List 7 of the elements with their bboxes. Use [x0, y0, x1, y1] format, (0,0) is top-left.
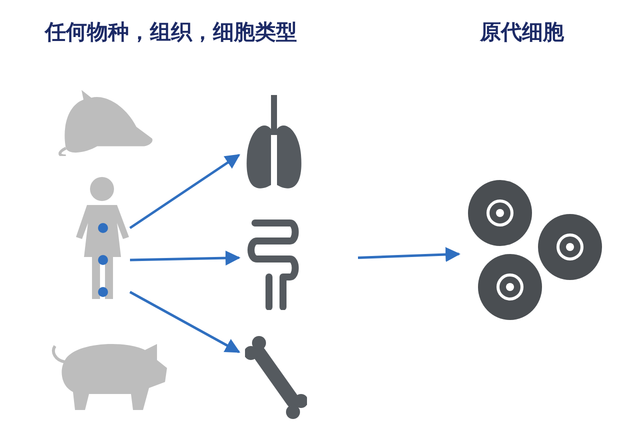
heading: 原代细胞: [480, 19, 564, 46]
heading: 任何物种，组织，细胞类型: [45, 19, 297, 46]
arrow: [129, 154, 240, 230]
arrow: [358, 247, 460, 262]
arrow: [130, 250, 240, 266]
arrow: [129, 290, 240, 354]
bone-icon: [245, 335, 307, 420]
